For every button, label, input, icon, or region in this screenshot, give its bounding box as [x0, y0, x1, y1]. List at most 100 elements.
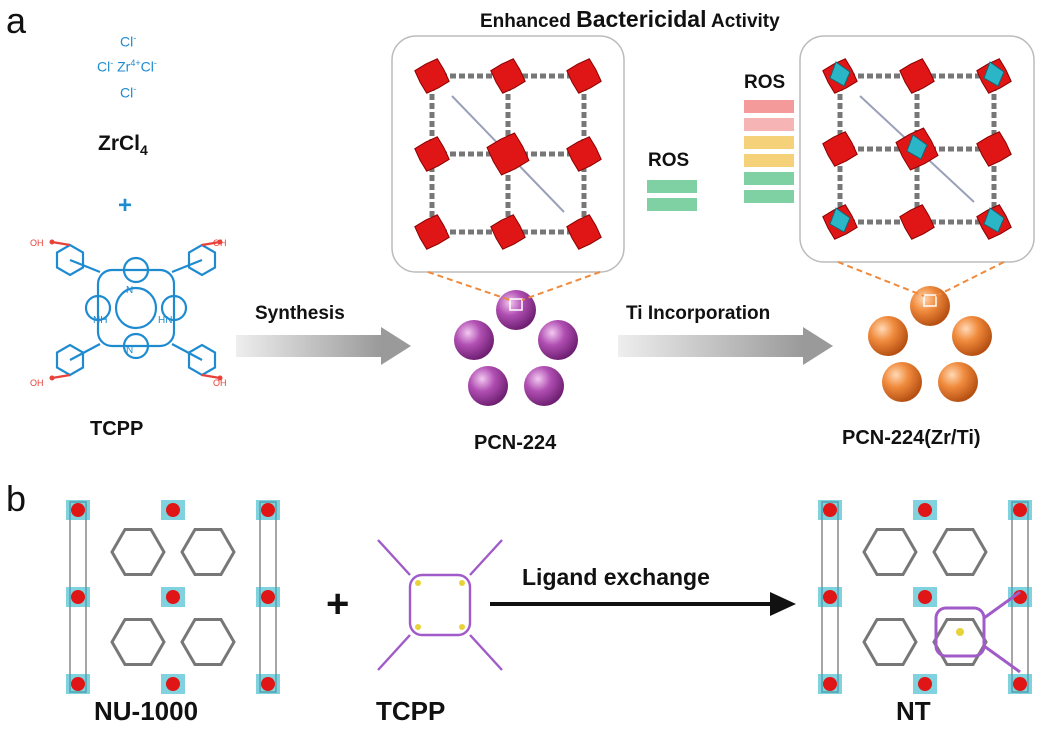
- pcn224-zr-cluster-0: [414, 58, 450, 94]
- phenyl-bond-0: [69, 258, 101, 274]
- tcpp-b-arm-2: [377, 634, 411, 671]
- synthesis-label: Synthesis: [255, 303, 345, 324]
- n-label-top: N: [126, 285, 134, 296]
- nu1000-linker-0-0: [110, 528, 166, 576]
- n-label-bottom: N: [126, 345, 134, 356]
- nt-zr-node-3: [1013, 503, 1027, 517]
- ros-right-bar-0: [744, 100, 794, 113]
- oh-label-tl: OH: [30, 238, 44, 248]
- nu1000-linker-1-0: [110, 618, 166, 666]
- ros-left-bar-0: [647, 180, 697, 193]
- zrcl4-label: ZrCl4: [98, 132, 148, 159]
- pcn224zrti-ti-node-6: [983, 61, 1005, 87]
- carboxyl-oxygen-1: [217, 239, 223, 245]
- tcpp-b-arm-1: [469, 539, 503, 576]
- title-suffix: Activity: [706, 11, 780, 32]
- pcn224zrti-sphere-1: [868, 316, 908, 356]
- ros-right-bar-4: [744, 172, 794, 185]
- pcn224zrti-ti-node-8: [983, 207, 1005, 233]
- nu1000-zr-node-5: [261, 677, 275, 691]
- pcn224-sphere-1: [454, 320, 494, 360]
- ros-right-bar-3: [744, 154, 794, 167]
- carboxyl-bond-1: [201, 240, 221, 247]
- pcn224-dash-left: [427, 271, 511, 301]
- ros-label-right: ROS: [744, 72, 786, 93]
- ros-right-bar-2: [744, 136, 794, 149]
- nt-linker-0-1: [932, 528, 988, 576]
- pcn224-zr-cluster-6: [566, 58, 602, 94]
- phenyl-ring-1: [187, 243, 217, 277]
- ti-incorporation-arrow-head: [803, 327, 833, 365]
- hn-label: HN: [158, 315, 173, 326]
- carboxyl-oxygen-3: [217, 375, 223, 381]
- tcpp-b-sulfur-3: [459, 624, 465, 630]
- panel-a-letter: a: [6, 0, 27, 41]
- pcn224zrti-zr-cluster-3: [899, 58, 935, 94]
- pcn224-zr-cluster-3: [490, 58, 526, 94]
- tcpp-molecule: [49, 239, 223, 381]
- oh-label-tr: OH: [213, 238, 227, 248]
- nu1000-zr-node-3: [261, 503, 275, 517]
- zrcl4-cl-bottom: Cl-: [120, 84, 137, 101]
- tcpp-b-molecule: [377, 539, 503, 671]
- nt-framework: [818, 500, 1032, 694]
- nu1000-zr-node-8: [166, 677, 180, 691]
- ti-incorporation-arrow-shaft: [618, 335, 803, 357]
- pcn224-zr-cluster-1: [414, 136, 450, 172]
- pcn224-sphere-2: [538, 320, 578, 360]
- pcn224zrti-sphere-2: [952, 316, 992, 356]
- tcpp-label-b: TCPP: [376, 696, 446, 726]
- nt-label: NT: [896, 696, 931, 726]
- nt-linker-0-0: [862, 528, 918, 576]
- nt-zr-node-5: [1013, 677, 1027, 691]
- pcn224zrti-framework: [799, 35, 1035, 263]
- ti-incorporation-label: Ti Incorporation: [626, 303, 771, 324]
- nu-1000-label: NU-1000: [94, 696, 199, 726]
- plus-sign-b: +: [326, 582, 350, 626]
- tcpp-b-sulfur-1: [459, 580, 465, 586]
- nu1000-linker-0-1: [180, 528, 236, 576]
- nu1000-linker-1-1: [180, 618, 236, 666]
- pcn224zrti-zr-cluster-7: [976, 131, 1012, 167]
- pcn224-sphere-4: [524, 366, 564, 406]
- pcn224zrti-ti-node-2: [829, 207, 851, 233]
- carboxyl-bond-3: [201, 373, 221, 380]
- pcn224-zr-cluster-4: [486, 132, 530, 176]
- nt-zr-node-0: [823, 503, 837, 517]
- pcn224zrti-ti-node-4: [906, 134, 928, 160]
- nt-zr-node-6: [918, 503, 932, 517]
- title-prefix: Enhanced: [480, 11, 577, 32]
- nt-tcpp-center: [956, 628, 964, 636]
- ligand-exchange-arrow-head: [770, 592, 796, 616]
- pcn224-zr-cluster-2: [414, 214, 450, 250]
- nu1000-zr-node-2: [71, 677, 85, 691]
- phenyl-ring-0: [55, 243, 85, 277]
- pcn224zrti-zr-cluster-1: [822, 131, 858, 167]
- pcn-224-label: PCN-224: [474, 432, 557, 454]
- pyrrole-ring-1: [122, 332, 150, 360]
- ligand-exchange-label: Ligand exchange: [522, 564, 710, 590]
- zrcl4-cl-top: Cl-: [120, 33, 137, 50]
- pcn224-zr-cluster-8: [566, 214, 602, 250]
- carboxyl-oxygen-0: [49, 239, 55, 245]
- nu1000-zr-node-4: [261, 590, 275, 604]
- nu1000-zr-node-6: [166, 503, 180, 517]
- ros-label-left: ROS: [648, 150, 690, 171]
- pcn224zrti-dash-left: [837, 261, 925, 297]
- ros-left-bar-1: [647, 198, 697, 211]
- pcn224zrti-dash-right: [935, 261, 1005, 297]
- tcpp-b-arm-0: [377, 539, 411, 576]
- phenyl-bond-2: [69, 343, 101, 361]
- tcpp-b-sulfur-2: [415, 624, 421, 630]
- nt-tcpp-core: [934, 606, 986, 658]
- phenyl-bond-3: [171, 343, 203, 361]
- pcn224zrti-zoom-square: [923, 294, 937, 307]
- nt-zr-node-1: [823, 590, 837, 604]
- tcpp-b-arm-3: [469, 634, 503, 671]
- pcn224-framework: [391, 35, 625, 273]
- ros-right-bar-5: [744, 190, 794, 203]
- carboxyl-oxygen-2: [49, 375, 55, 381]
- porphyrin-core: [96, 268, 176, 348]
- pcn224-dash-right: [521, 271, 601, 301]
